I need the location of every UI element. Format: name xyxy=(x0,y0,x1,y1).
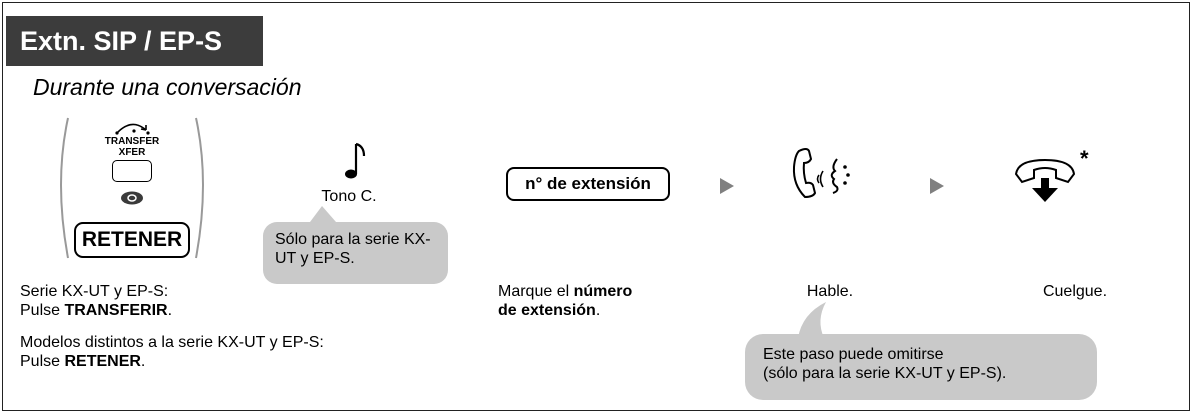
xfer-key-label: XFER xyxy=(118,147,146,158)
footnote-asterisk: * xyxy=(1080,146,1089,171)
other-models-caption: Modelos distintos a la serie KX-UT y EP-… xyxy=(20,333,440,371)
extension-number-key[interactable]: n° de extensión xyxy=(506,167,670,201)
hold-indicator-icon xyxy=(121,191,143,205)
transfer-button[interactable] xyxy=(112,160,152,182)
arrow-icon xyxy=(720,178,734,194)
transfer-caption-line2: Pulse TRANSFERIR. xyxy=(20,302,173,319)
hang-up-caption: Cuelgue. xyxy=(1042,283,1108,300)
talk-note-bubble-tail xyxy=(798,302,826,338)
tone-caption: Tono C. xyxy=(321,188,377,205)
talk-icon xyxy=(792,148,850,199)
talk-note-line2: (sólo para la serie KX-UT y EP-S). xyxy=(763,365,1007,382)
music-note-icon xyxy=(345,142,366,179)
hold-button[interactable]: RETENER xyxy=(74,222,190,258)
transfer-key-label: TRANSFER xyxy=(104,136,160,147)
transfer-arrow-icon xyxy=(115,123,150,135)
other-models-caption-line2: Pulse RETENER. xyxy=(20,353,146,370)
talk-note: Este paso puede omitirse (sólo para la s… xyxy=(745,334,1097,400)
transfer-caption-line1: Serie KX-UT y EP-S: xyxy=(20,283,169,300)
dial-caption: Marque el número de extensión. xyxy=(498,283,633,319)
talk-note-line1: Este paso puede omitirse xyxy=(763,346,944,363)
tone-note: Sólo para la serie KX-UT y EP-S. xyxy=(263,222,448,284)
tone-note-bubble-shape xyxy=(310,206,336,222)
talk-caption: Hable. xyxy=(806,283,854,300)
subtitle: Durante una conversación xyxy=(33,74,302,100)
arrow-icon xyxy=(930,178,944,194)
hang-up-handset-icon xyxy=(1014,158,1076,202)
transfer-caption: Serie KX-UT y EP-S: Pulse TRANSFERIR. xyxy=(20,282,350,320)
phone-key-panel xyxy=(60,117,204,259)
other-models-caption-line1: Modelos distintos a la serie KX-UT y EP-… xyxy=(20,334,324,351)
section-header: Extn. SIP / EP-S xyxy=(6,16,263,66)
